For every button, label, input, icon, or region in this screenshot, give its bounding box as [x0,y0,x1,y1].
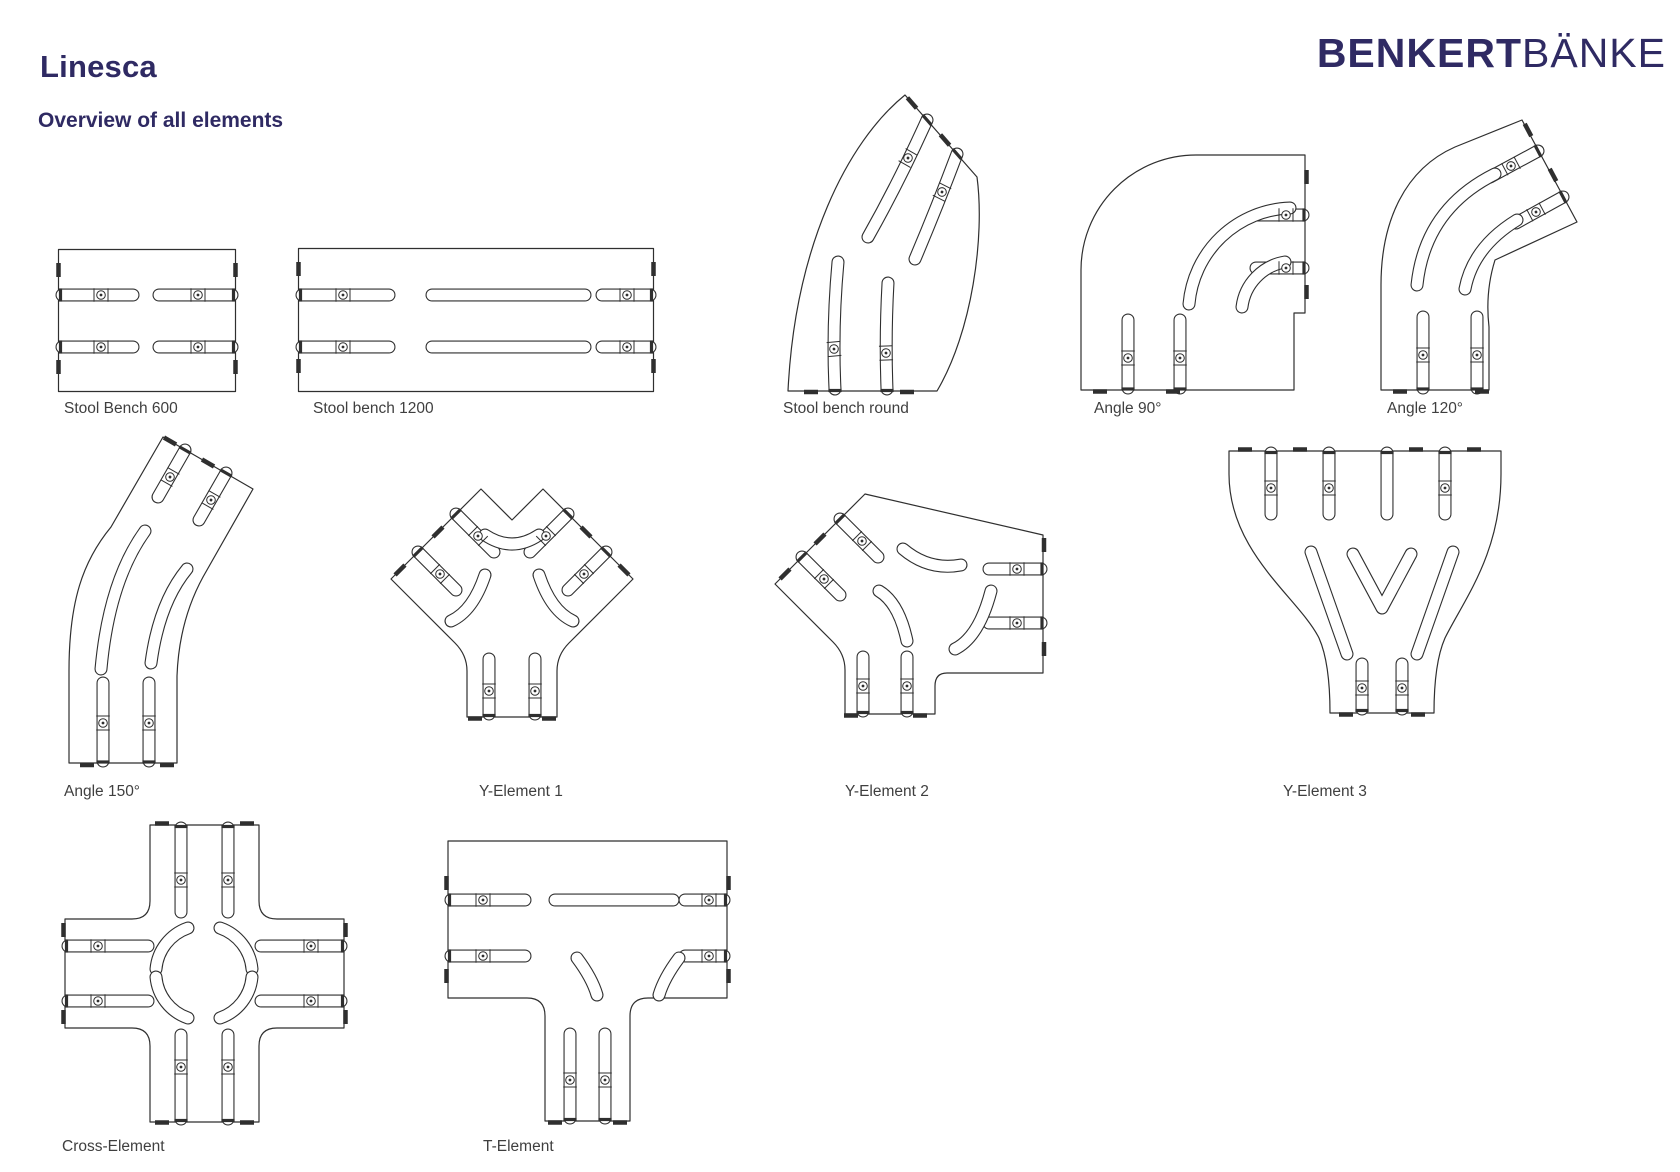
caption-angle-120: Angle 120° [1387,400,1464,417]
y-element-1-drawing [363,461,661,719]
caption-y-element-2: Y-Element 2 [845,783,929,800]
cross-element-drawing [62,822,347,1126]
brand-logo-bold: BENKERT [1316,30,1522,76]
caption-y-element-3: Y-Element 3 [1283,783,1367,800]
angle-150-drawing [63,431,255,768]
page-subtitle: Overview of all elements [38,109,284,133]
caption-stool-bench-600: Stool Bench 600 [64,400,178,417]
angle-120-drawing [1377,117,1590,395]
t-element-drawing [445,838,730,1124]
caption-angle-150: Angle 150° [64,783,141,800]
caption-angle-90: Angle 90° [1094,400,1162,417]
stool-bench-round-drawing [737,87,980,396]
stool-bench-1200-drawing [295,247,657,393]
caption-t-element: T-Element [483,1138,554,1155]
stool-bench-600-drawing [55,248,239,393]
page-title: Linesca [40,48,157,84]
y-element-2-drawing [757,445,1048,717]
brand-logo-light: BÄNKE [1522,30,1666,76]
y-element-3-drawing [1225,446,1505,716]
caption-stool-bench-1200: Stool bench 1200 [313,400,434,417]
caption-cross-element: Cross-Element [62,1138,165,1155]
angle-90-drawing [1078,152,1310,395]
caption-stool-bench-round: Stool bench round [783,400,909,417]
caption-y-element-1: Y-Element 1 [479,783,563,800]
brand-logo: BENKERTBÄNKE [1317,30,1666,77]
